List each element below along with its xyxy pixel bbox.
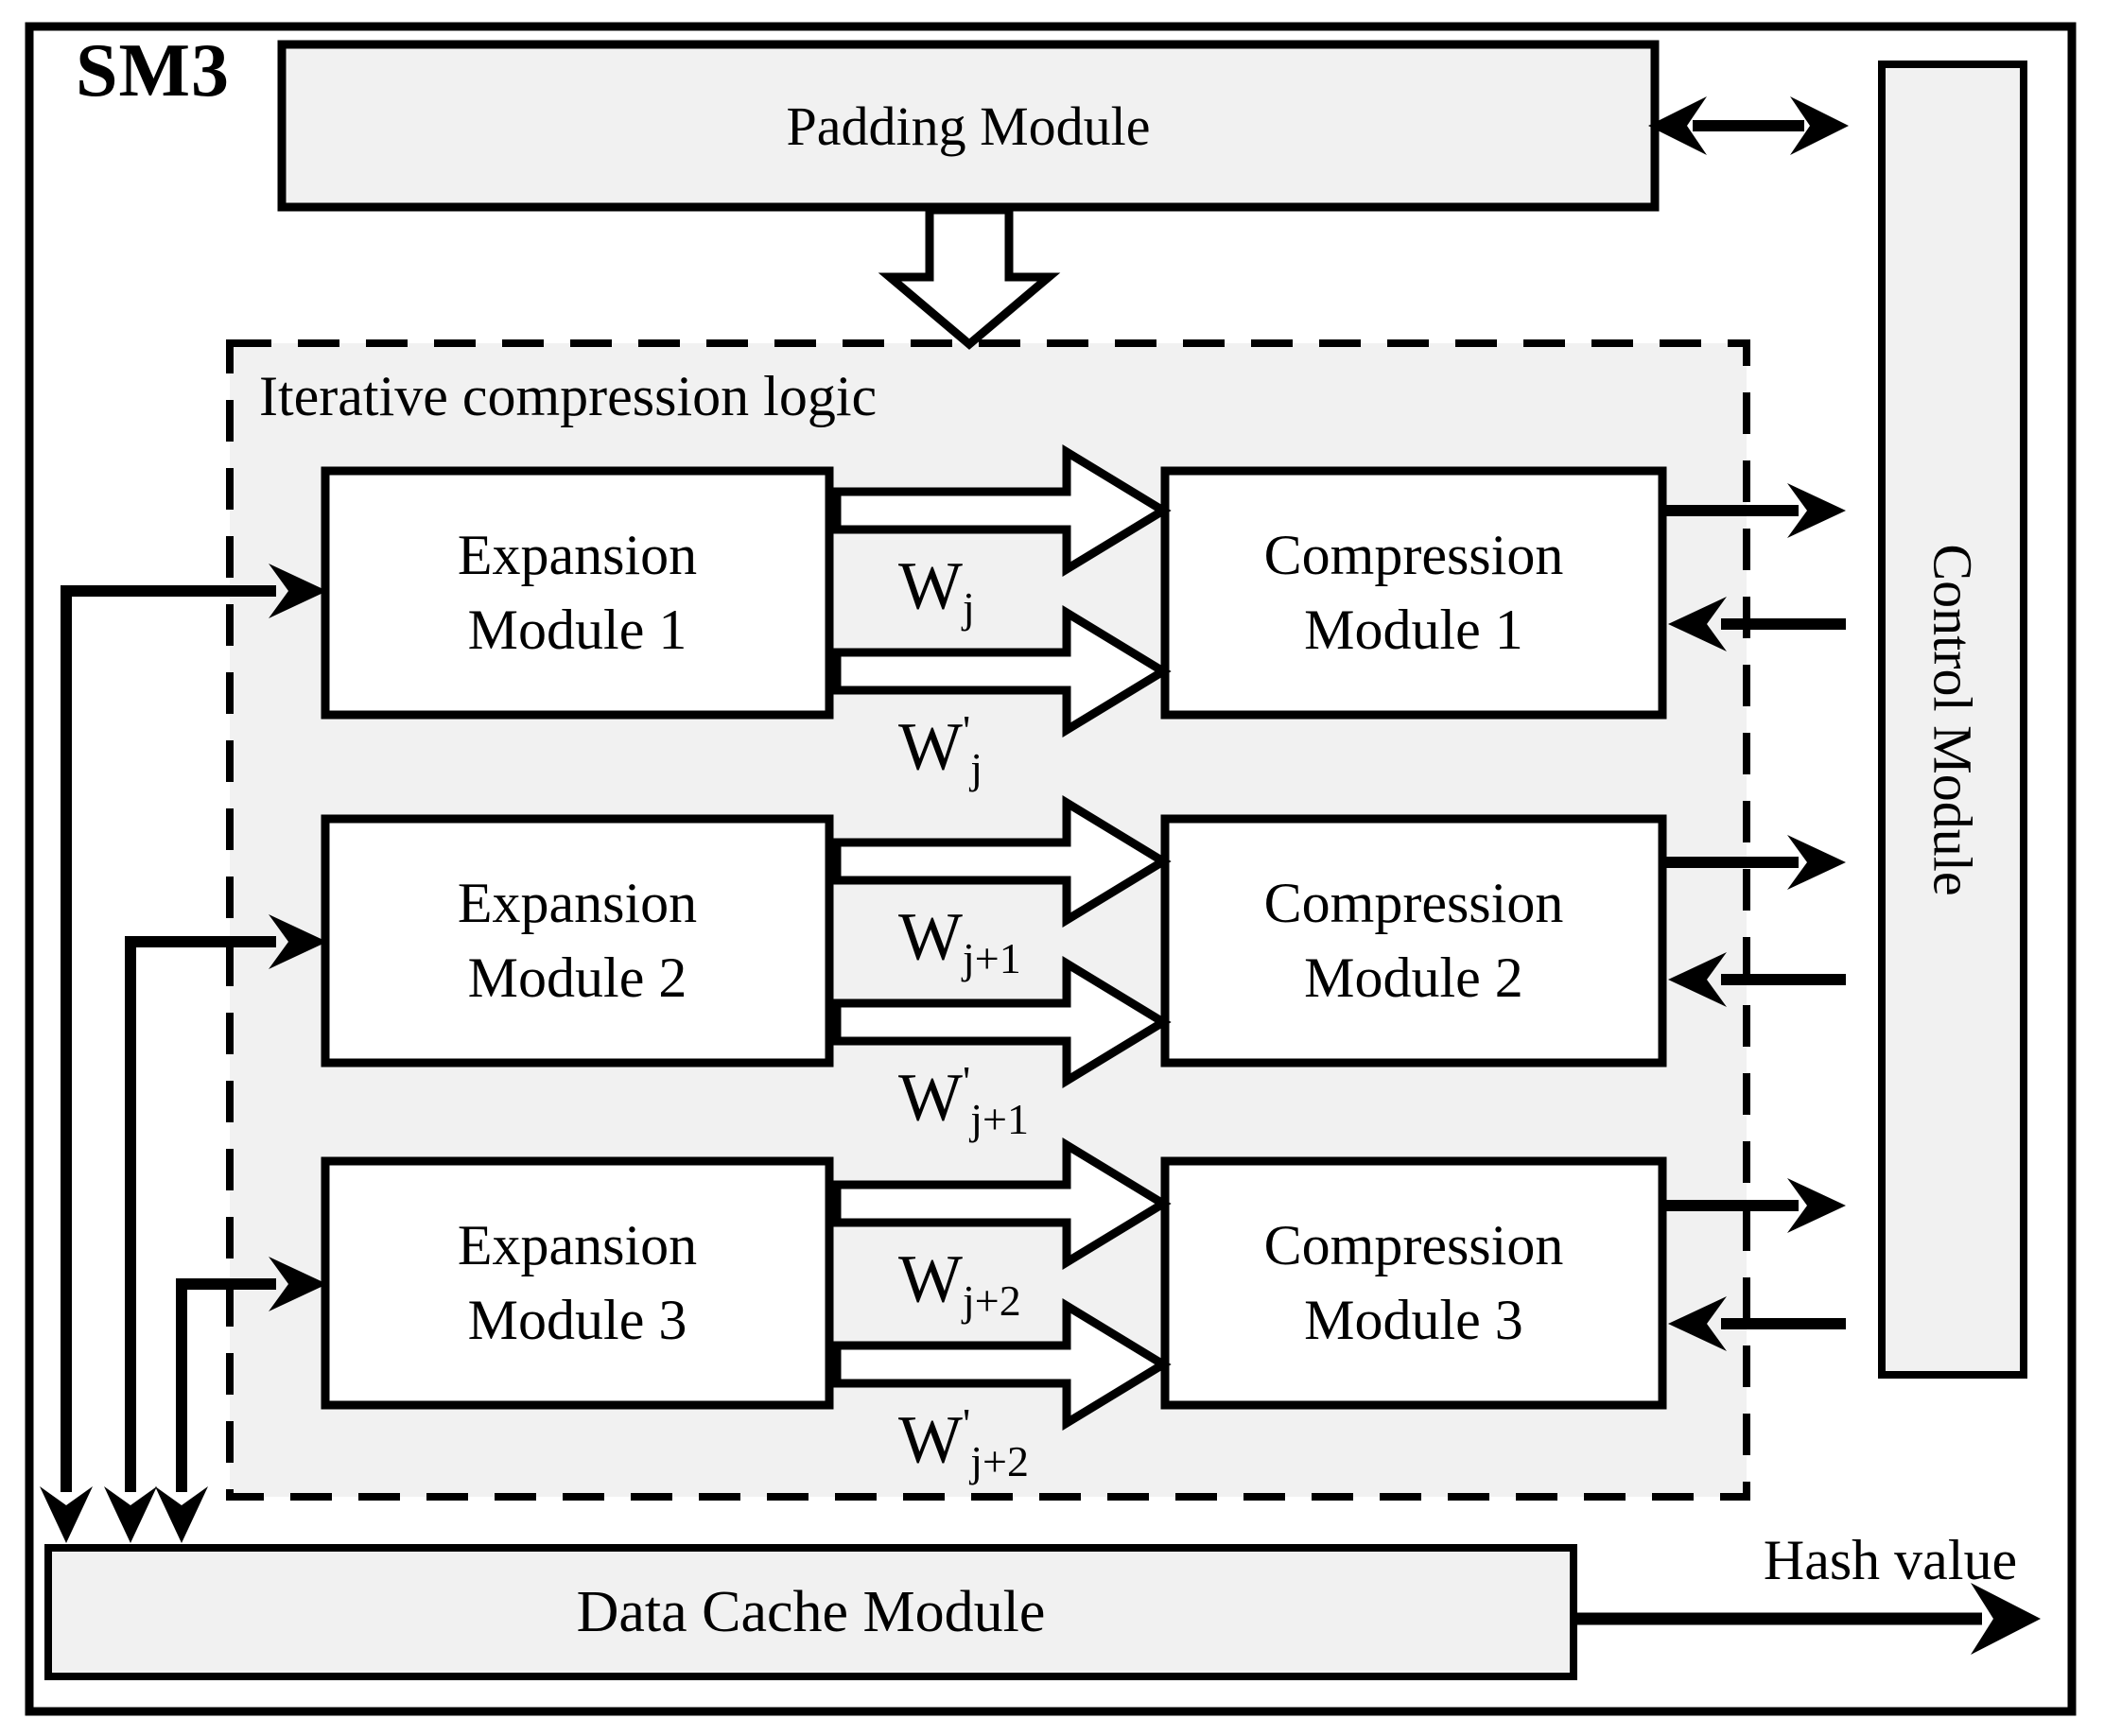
control-in-arrows (1668, 597, 1846, 1351)
w-sub: j+2 (962, 1276, 1021, 1326)
expansion-module-3-label: Expansion Module 3 (457, 1213, 698, 1351)
w-base: W (898, 898, 963, 975)
compression-out-arrows (1662, 483, 1846, 1233)
sm3-outer-border (25, 22, 2077, 1716)
iterative-compression-label: Iterative compression logic (259, 365, 878, 427)
feedback-arrowheads (40, 564, 327, 1543)
w-sub: j+1 (962, 934, 1021, 983)
w-sub: j+2 (970, 1437, 1029, 1486)
w-base: W (898, 1241, 963, 1317)
arrowhead-into-expansion-3-icon (269, 1257, 327, 1311)
compression-module-2-label: Compression Module 2 (1263, 871, 1564, 1009)
arrowhead-into-expansion-2-icon (269, 914, 327, 969)
compression-module-1-label: Compression Module 1 (1263, 523, 1564, 661)
arrowhead-into-expansion-1-icon (269, 564, 327, 618)
expansion-module-3-box (321, 1156, 834, 1410)
w-sub: j (970, 744, 983, 793)
feedback-line-1 (61, 585, 276, 1492)
wj-arrow-row3-lower-icon (832, 1297, 1172, 1432)
expansion-module-1-box (321, 466, 834, 720)
w-label-j2-prime: W'j+2 (898, 1386, 1029, 1500)
expansion-module-2-box (321, 814, 834, 1068)
compression-module-3-box (1160, 1156, 1667, 1410)
wj-arrow-row1-upper-icon (832, 443, 1172, 578)
expansion-module-2-label: Expansion Module 2 (457, 871, 698, 1009)
w-prime: ' (962, 706, 971, 755)
feedback-line-2 (125, 936, 276, 1492)
data-cache-module-box (44, 1544, 1577, 1680)
hollow-down-arrow-icon (878, 205, 1061, 350)
arrowhead-into-cache-1-icon (40, 1486, 93, 1543)
compression-module-2-box (1160, 814, 1667, 1068)
control-module-box (1878, 61, 2027, 1379)
w-base: W (898, 708, 963, 785)
hollow-wj-arrow-icons (832, 443, 1172, 1432)
hash-output-arrow-icon (1574, 1583, 2041, 1655)
w-label-j-prime: W'j (898, 693, 982, 807)
wj-arrow-row3-upper-icon (832, 1137, 1172, 1271)
expansion-module-1-label: Expansion Module 1 (457, 523, 698, 661)
diagram-title: SM3 (76, 29, 230, 113)
w-label-j1: Wj+1 (898, 883, 1021, 997)
w-sub: j+1 (970, 1095, 1029, 1144)
w-prime: ' (962, 1057, 971, 1105)
control-module-label-wrap: Control Module (1882, 64, 2024, 1375)
compression-module-3-label: Compression Module 3 (1263, 1213, 1564, 1351)
w-base: W (898, 1059, 963, 1136)
padding-control-arrow-icon (1648, 96, 1849, 155)
w-sub: j (962, 583, 975, 633)
control-module-label: Control Module (1921, 543, 1984, 896)
feedback-line-3 (176, 1278, 276, 1492)
arrowhead-into-cache-3-icon (155, 1486, 208, 1543)
compression-module-1-box (1160, 466, 1667, 720)
wj-arrow-row1-lower-icon (832, 604, 1172, 738)
w-label-j2: Wj+2 (898, 1225, 1021, 1339)
hash-value-label: Hash value (1763, 1528, 2018, 1591)
wj-arrow-row2-upper-icon (832, 794, 1172, 929)
padding-module-label: Padding Module (786, 95, 1151, 157)
feedback-connectors (61, 585, 276, 1492)
arrowhead-into-cache-2-icon (104, 1486, 157, 1543)
wj-arrow-row2-lower-icon (832, 955, 1172, 1089)
data-cache-module-label: Data Cache Module (576, 1579, 1046, 1644)
w-label-j1-prime: W'j+1 (898, 1044, 1029, 1157)
w-label-j: Wj (898, 532, 975, 646)
w-prime: ' (962, 1399, 971, 1448)
w-base: W (898, 547, 963, 624)
w-base: W (898, 1401, 963, 1478)
